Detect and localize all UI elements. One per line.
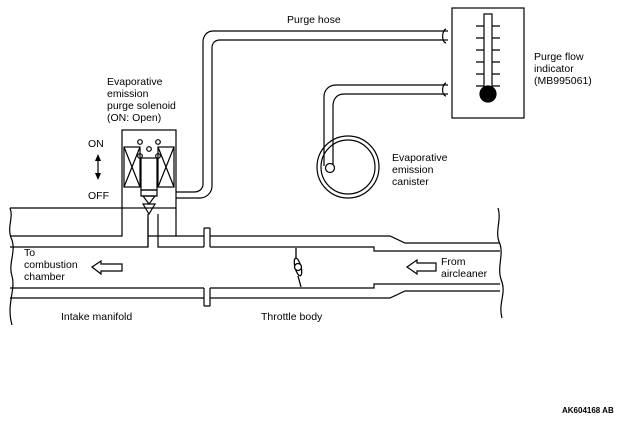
purge-solenoid-line-1: Evaporative bbox=[107, 76, 163, 88]
flow-arrow-to-combustion bbox=[90, 259, 123, 276]
figure-code: AK604168 AB bbox=[562, 406, 614, 415]
intake-manifold-label: Intake manifold bbox=[61, 311, 132, 323]
purge-solenoid-line-4: (ON: Open) bbox=[107, 112, 161, 124]
canister-label: Evaporative emission canister bbox=[392, 152, 448, 188]
canister bbox=[316, 135, 380, 199]
purge-hose-label: Purge hose bbox=[287, 14, 341, 26]
from-aircleaner-line-1: From bbox=[441, 256, 466, 268]
from-aircleaner-label: From aircleaner bbox=[441, 256, 488, 280]
throttle-body-label: Throttle body bbox=[261, 311, 323, 323]
to-combustion-line-1: To bbox=[24, 247, 35, 259]
purge-flow-indicator-line-3: (MB995061) bbox=[534, 75, 592, 87]
purge-solenoid bbox=[121, 129, 177, 247]
canister-line-2: emission bbox=[392, 164, 434, 176]
purge-hose bbox=[176, 28, 448, 199]
to-combustion-label: To combustion chamber bbox=[24, 247, 78, 283]
flow-arrow-from-aircleaner bbox=[405, 258, 437, 276]
to-combustion-line-3: chamber bbox=[24, 271, 65, 283]
purge-flow-indicator-label: Purge flow indicator (MB995061) bbox=[534, 51, 592, 87]
purge-solenoid-line-2: emission bbox=[107, 88, 149, 100]
canister-hose bbox=[323, 82, 448, 166]
to-combustion-line-2: combustion bbox=[24, 259, 78, 271]
on-label: ON bbox=[88, 138, 104, 150]
canister-line-3: canister bbox=[392, 176, 429, 188]
purge-flow-indicator-line-1: Purge flow bbox=[534, 51, 584, 63]
from-aircleaner-line-2: aircleaner bbox=[441, 268, 488, 280]
off-label: OFF bbox=[88, 190, 109, 202]
intake-manifold bbox=[9, 207, 504, 326]
on-off-arrow bbox=[95, 154, 101, 180]
purge-flow-indicator bbox=[451, 7, 525, 119]
canister-line-1: Evaporative bbox=[392, 152, 448, 164]
throttle-valve bbox=[293, 248, 303, 288]
purge-solenoid-label: Evaporative emission purge solenoid (ON:… bbox=[107, 76, 176, 124]
purge-solenoid-line-3: purge solenoid bbox=[107, 100, 176, 112]
purge-flow-indicator-line-2: indicator bbox=[534, 63, 574, 75]
